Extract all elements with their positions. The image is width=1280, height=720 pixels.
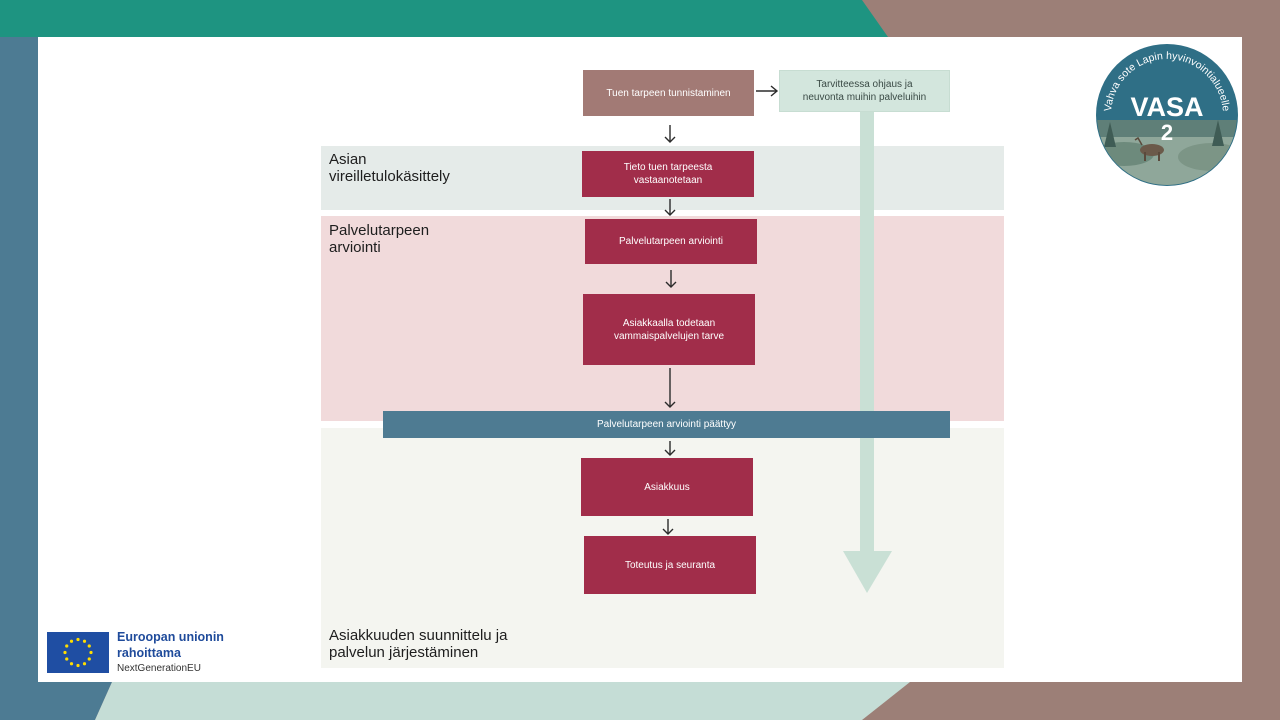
logo-title: VASA: [1130, 92, 1203, 122]
eu-star: [89, 650, 93, 655]
eu-star: [69, 662, 74, 666]
step-need-confirmed: Asiakkaalla todetaan vammaispalvelujen t…: [583, 294, 755, 365]
eu-star: [87, 657, 91, 661]
phase-label-planning: Asiakkuuden suunnittelu ja palvelun järj…: [329, 627, 508, 661]
vasa2-logo: Vahva sote Lapin hyvinvointialueelle VAS…: [1096, 44, 1238, 186]
step-assessment-ended: Palvelutarpeen arviointi päättyy: [383, 411, 950, 438]
eu-star: [76, 663, 80, 668]
phase-label-intake: Asian vireilletulokäsittely: [329, 151, 450, 185]
eu-star: [69, 639, 74, 643]
eu-star: [82, 639, 87, 643]
eu-funding-line1: Euroopan unionin: [117, 630, 224, 644]
eu-star: [82, 662, 87, 666]
step-identify: Tuen tarpeen tunnistaminen: [583, 70, 754, 116]
eu-funding-line3: NextGenerationEU: [117, 663, 201, 674]
eu-flag-icon: [47, 632, 109, 673]
eu-star: [63, 650, 67, 655]
step-received: Tieto tuen tarpeesta vastaanotetaan: [582, 151, 754, 197]
eu-star: [65, 644, 69, 648]
eu-star: [76, 637, 80, 642]
eu-star: [65, 657, 69, 661]
eu-funding-line2: rahoittama: [117, 646, 181, 660]
step-implementation: Toteutus ja seuranta: [584, 536, 756, 594]
phase-label-assessment: Palvelutarpeen arviointi: [329, 222, 430, 256]
logo-number: 2: [1161, 120, 1173, 145]
step-assessment: Palvelutarpeen arviointi: [585, 219, 757, 264]
step-clientship: Asiakkuus: [581, 458, 753, 516]
step-guidance: Tarvitteessa ohjaus ja neuvonta muihin p…: [779, 70, 950, 112]
eu-star: [87, 644, 91, 648]
